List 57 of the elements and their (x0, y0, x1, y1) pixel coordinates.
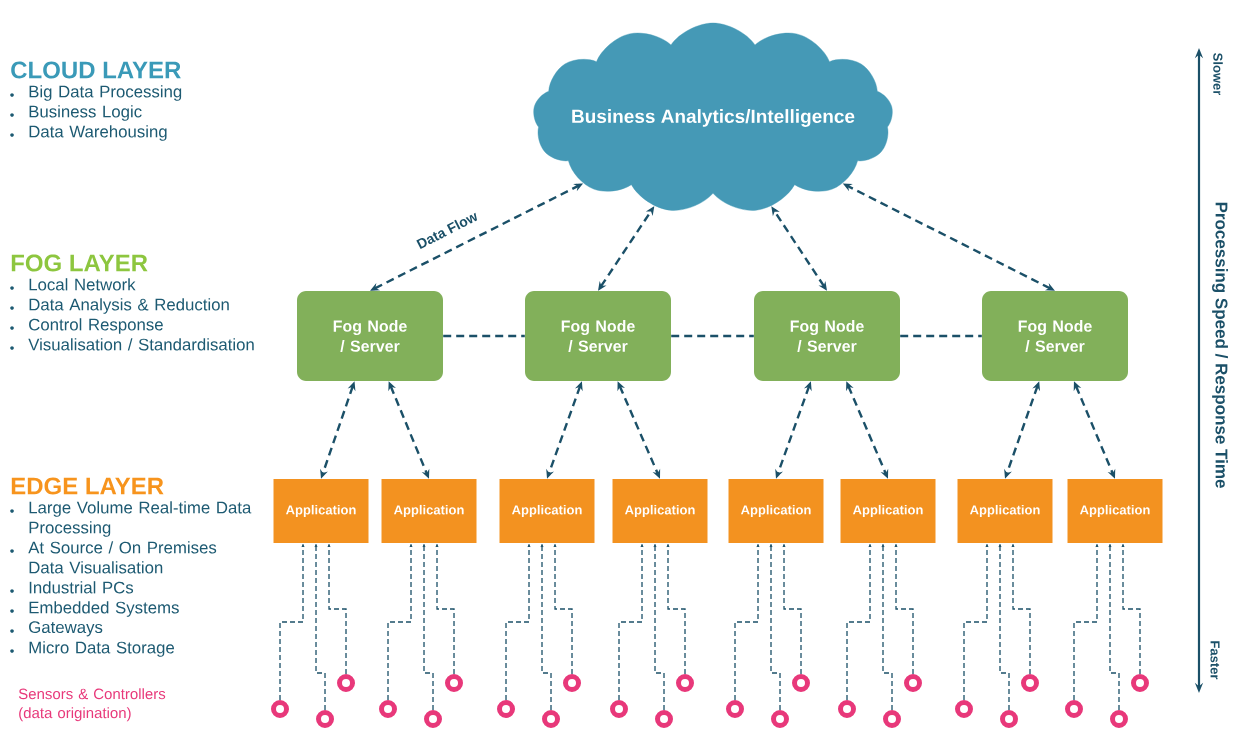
list-item: Big Data Processing (29, 85, 182, 101)
layer-heading: FOG LAYER (11, 254, 148, 272)
arrow (666, 543, 686, 675)
list-item: Business Logic (29, 105, 142, 121)
sensor-caption: Sensors & Controllers (data origination) (18, 688, 166, 722)
list-item: Gateways (29, 621, 103, 637)
list-item: Local Network (29, 278, 136, 291)
arrow (553, 543, 573, 675)
axis-end-label: Slower (1213, 53, 1223, 96)
arrow (327, 543, 347, 675)
arrow (881, 543, 893, 711)
arrow (846, 543, 872, 701)
list-item: Control Response (29, 318, 163, 334)
application-box: Application (612, 479, 708, 543)
arrow (894, 543, 914, 675)
layer-heading: EDGE LAYER (11, 477, 164, 495)
application-box: Application (273, 479, 369, 543)
arrow (734, 543, 760, 701)
axis-end-label: Faster (1210, 641, 1220, 680)
list-item: Embedded Systems (29, 601, 179, 617)
arrow (769, 543, 781, 711)
application-box: Application (499, 479, 595, 543)
arrow (279, 543, 305, 701)
arrow (314, 543, 326, 711)
arrow (1108, 543, 1120, 711)
arrow (782, 543, 802, 675)
edge-label: Data Flow (413, 209, 481, 251)
application-box: Application (957, 479, 1053, 543)
arrow (653, 543, 665, 711)
list-item: Data Warehousing (29, 125, 167, 141)
application-box: Application (1067, 479, 1163, 543)
arrow (1073, 543, 1099, 701)
list-item: Micro Data Storage (29, 641, 175, 657)
arrow (387, 543, 413, 701)
arrow (505, 543, 531, 701)
fog-node-box: Fog Node / Server (525, 291, 671, 381)
arrow (435, 543, 455, 675)
application-box: Application (381, 479, 477, 543)
fog-node-box: Fog Node / Server (297, 291, 443, 381)
arrow (1121, 543, 1141, 675)
list-item: Large Volume Real-time Data Processing (29, 501, 252, 537)
list-item: Visualisation / Standardisation (28, 338, 254, 351)
layer-heading: CLOUD LAYER (11, 61, 181, 79)
arrow (540, 543, 552, 711)
axis-title: Processing Speed / Response Time (1212, 202, 1228, 488)
fog-node-box: Fog Node / Server (982, 291, 1128, 381)
arrow (1011, 543, 1031, 675)
list-item: Data Analysis & Reduction (29, 298, 229, 314)
list-item: At Source / On Premises Data Visualisation (28, 541, 217, 574)
arrow (618, 543, 644, 701)
arrow (998, 543, 1010, 711)
list-item: Industrial PCs (29, 581, 134, 594)
application-box: Application (840, 479, 936, 543)
arrow (963, 543, 989, 701)
fog-node-box: Fog Node / Server (754, 291, 900, 381)
application-box: Application (728, 479, 824, 543)
arrow (422, 543, 434, 711)
